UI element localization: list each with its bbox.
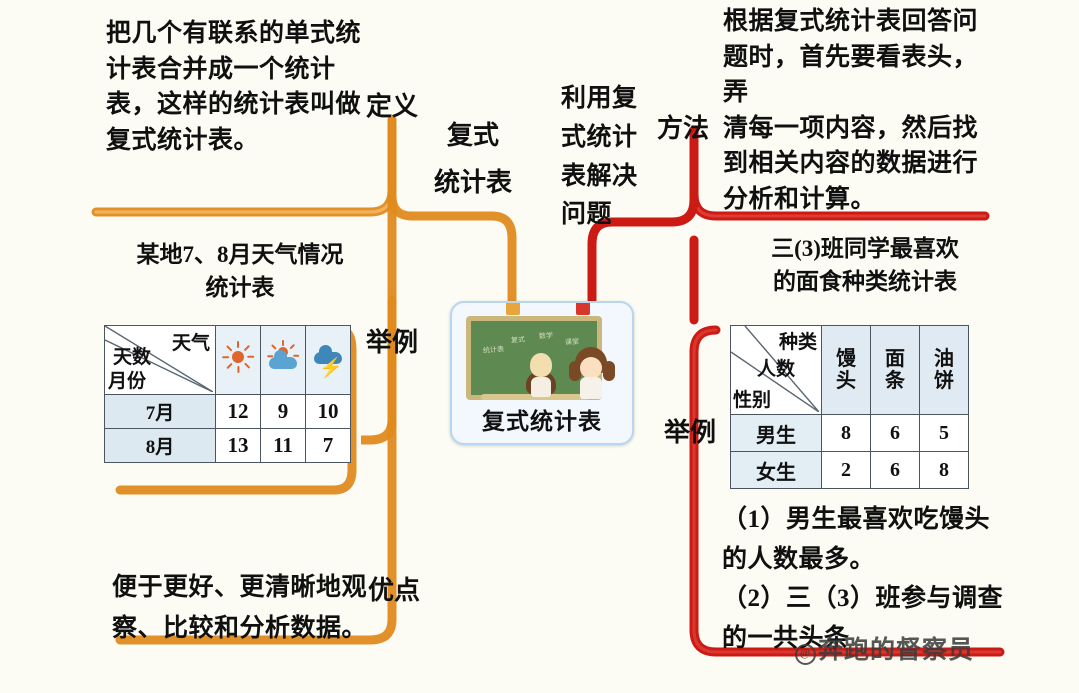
advantage-line-1: 便于更好、更清晰地观: [112, 574, 368, 601]
branch-label-example-left[interactable]: 举例: [366, 328, 419, 357]
corner-label-top: 天气: [171, 333, 210, 354]
thunderstorm-icon: ⚡: [311, 340, 345, 378]
food-column-header-noodles: 面 条: [870, 325, 920, 415]
method-line-3: 清每一项内容，然后找: [723, 114, 979, 142]
table-row: 种类 人数 性别 馒 头 面 条 油 饼: [730, 325, 969, 415]
weather-cell-august-sun: 13: [215, 428, 261, 463]
definition-line-3: 表，这样的统计表叫做: [106, 91, 362, 118]
food-cell-girls-youbing: 8: [919, 451, 969, 489]
method-text: 根据复式统计表回答问 题时，首先要看表头，弄 清每一项内容，然后找 到相关内容的…: [723, 4, 1001, 217]
clip-right-icon: [576, 303, 590, 315]
table-row: 女生 2 6 8: [730, 451, 969, 489]
food-statistics-table: 种类 人数 性别 馒 头 面 条 油 饼 男生 8 6 5 女生: [730, 325, 969, 489]
method-line-4: 到相关内容的数据进行: [723, 150, 979, 177]
food-table-caption: 三(3)班同学最喜欢 的面食种类统计表: [722, 232, 1008, 299]
food-caption-line-1: 三(3)班同学最喜欢: [771, 236, 959, 261]
corner-diagonals: [105, 326, 213, 392]
branch-label-definition[interactable]: 定义: [366, 92, 419, 121]
weather-table-corner-header: 天气 天数 月份: [104, 325, 216, 395]
food-cell-boys-noodles: 6: [870, 414, 920, 452]
food-table-corner-header: 种类 人数 性别: [730, 325, 822, 415]
corner-label-middle: 天数: [113, 347, 152, 368]
food-cell-boys-mantou: 8: [821, 414, 871, 452]
method-line-5: 分析和计算。: [723, 185, 877, 213]
branch-label-example-right[interactable]: 举例: [664, 418, 717, 447]
weather-row-label-august: 8月: [104, 428, 216, 463]
watermark-at-icon: @: [795, 644, 816, 665]
weather-cell-august-cloudy: 11: [260, 428, 306, 463]
food-col-3-char-1: 油: [934, 347, 954, 370]
food-row-label-boys: 男生: [730, 414, 822, 452]
food-col-2-char-2: 条: [885, 370, 905, 392]
center-node[interactable]: 统计表 复式 数学 课堂 复式统计表: [450, 301, 634, 445]
question-line-2: 的人数最多。: [722, 545, 876, 573]
food-cell-boys-youbing: 5: [919, 414, 969, 452]
corner-label-bottom: 月份: [108, 371, 147, 392]
advantage-line-2: 察、比较和分析数据。: [112, 614, 368, 642]
weather-row-label-july: 7月: [104, 394, 216, 429]
application-line-4: 问题: [561, 201, 613, 229]
definition-line-1: 把几个有联系的单式统: [106, 20, 362, 47]
watermark: @奔跑的督察员: [795, 630, 974, 666]
application-line-3: 表解决: [561, 162, 638, 190]
question-line-4: 的一共头条: [722, 624, 850, 652]
table-row: 男生 8 6 5: [730, 414, 969, 452]
topic-label-line-1: 复式: [447, 121, 500, 150]
food-row-label-girls: 女生: [730, 451, 822, 489]
food-col-1-char-1: 馒: [836, 347, 856, 370]
method-line-1: 根据复式统计表回答问: [723, 8, 979, 35]
definition-text: 把几个有联系的单式统 计表合并成一个统计 表，这样的统计表叫做 复式统计表。: [106, 16, 378, 158]
branch-label-method[interactable]: 方法: [657, 114, 710, 143]
application-text: 利用复 式统计 表解决 问题: [561, 80, 657, 235]
sun-icon: [221, 340, 255, 374]
weather-cell-august-storm: 7: [305, 428, 351, 463]
food-table-questions: （1）男生最喜欢吃馒头 的人数最多。 （2）三（3）班参与调查 的一共头条: [722, 500, 1012, 658]
watermark-text: 奔跑的督察员: [818, 637, 975, 664]
center-node-title: 复式统计表: [482, 409, 602, 434]
corner-label-top: 种类: [778, 332, 817, 353]
question-line-1: （1）男生最喜欢吃馒头: [722, 506, 991, 533]
weather-statistics-table: 天气 天数 月份: [104, 325, 351, 463]
weather-caption-line-2: 统计表: [205, 275, 275, 301]
corner-label-bottom: 性别: [733, 390, 772, 411]
chalk-text-3: 数学: [538, 331, 554, 341]
corner-diagonals: [731, 326, 819, 412]
weather-caption-line-1: 某地7、8月天气情况: [136, 242, 344, 267]
weather-column-header-partly-cloudy: [260, 325, 306, 395]
corner-label-middle: 人数: [757, 359, 796, 380]
food-col-2-char-1: 面: [885, 347, 905, 370]
method-line-2: 题时，首先要看表头，弄: [723, 43, 979, 107]
clip-left-icon: [506, 303, 520, 315]
weather-cell-july-cloudy: 9: [260, 394, 306, 429]
food-cell-girls-mantou: 2: [821, 451, 871, 489]
topic-label-line-2: 统计表: [434, 168, 513, 197]
food-col-3-char-2: 饼: [934, 370, 954, 392]
table-row: 天气 天数 月份: [104, 325, 351, 395]
food-caption-line-2: 的面食种类统计表: [773, 269, 957, 295]
chalk-text-1: 统计表: [482, 345, 505, 355]
partly-cloudy-icon: [266, 340, 300, 374]
weather-column-header-thunderstorm: ⚡: [305, 325, 351, 395]
food-cell-girls-noodles: 6: [870, 451, 920, 489]
application-line-1: 利用复: [561, 85, 638, 112]
definition-line-4: 复式统计表。: [106, 126, 260, 154]
food-col-1-char-2: 头: [836, 370, 856, 392]
table-row: 7月 12 9 10: [104, 394, 351, 429]
food-column-header-youbing: 油 饼: [919, 325, 969, 415]
weather-cell-july-sun: 12: [215, 394, 261, 429]
definition-line-2: 计表合并成一个统计: [106, 55, 336, 83]
chalk-text-4: 课堂: [564, 337, 580, 347]
student-illustration-left: [524, 349, 558, 397]
weather-cell-july-storm: 10: [305, 394, 351, 429]
weather-column-header-sun: [215, 325, 261, 395]
application-line-2: 式统计: [561, 123, 638, 151]
weather-table-caption: 某地7、8月天气情况 统计表: [100, 238, 380, 305]
table-row: 8月 13 11 7: [104, 428, 351, 463]
advantage-text: 便于更好、更清晰地观 察、比较和分析数据。: [112, 568, 368, 649]
student-illustration-right: [569, 347, 615, 399]
question-line-3: （2）三（3）班参与调查: [722, 585, 1004, 612]
food-column-header-mantou: 馒 头: [821, 325, 871, 415]
chalk-text-2: 复式: [510, 335, 526, 345]
branch-label-advantage[interactable]: 优点: [368, 576, 421, 605]
